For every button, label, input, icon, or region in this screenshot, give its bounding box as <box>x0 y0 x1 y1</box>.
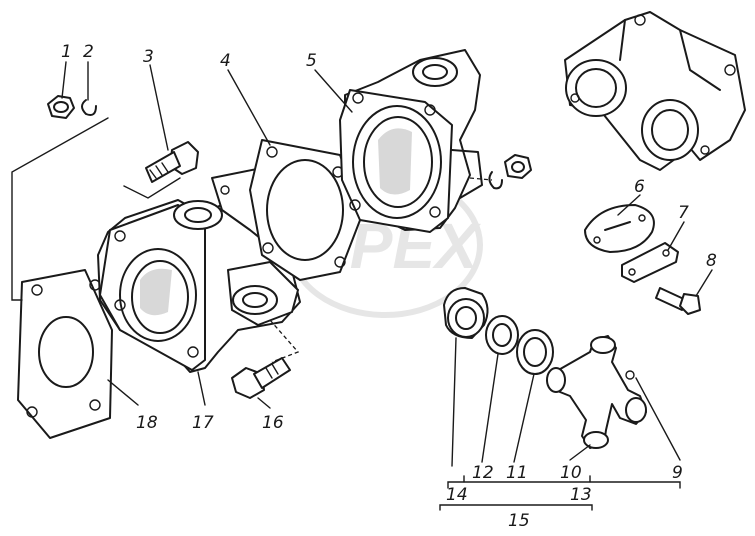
leader-lines <box>11 61 713 511</box>
washer-2 <box>81 99 97 116</box>
callout-13: 13 <box>570 485 592 505</box>
callout-18: 18 <box>136 413 158 433</box>
washer-11 <box>516 329 554 375</box>
bolt-16 <box>231 357 291 399</box>
nut-right <box>488 154 532 190</box>
nut-1 <box>47 95 75 119</box>
callout-3: 3 <box>143 47 154 67</box>
callout-5: 5 <box>306 51 317 71</box>
bolt-3 <box>145 141 199 183</box>
lock-plate-7 <box>621 242 679 283</box>
callout-12: 12 <box>472 463 494 483</box>
bracket-housing <box>564 11 746 171</box>
housing-17 <box>97 167 301 373</box>
bearing-cup-14 <box>443 287 489 339</box>
callout-2: 2 <box>83 42 94 62</box>
callout-1: 1 <box>61 42 72 62</box>
callout-9: 9 <box>672 463 683 483</box>
callouts: 1 2 3 4 5 6 7 8 9 10 11 12 13 14 15 16 1… <box>61 42 717 531</box>
callout-17: 17 <box>192 413 214 433</box>
callout-15: 15 <box>508 511 530 531</box>
housing-5 <box>339 49 483 233</box>
callout-11: 11 <box>506 463 528 483</box>
gasket-18 <box>17 269 113 439</box>
seal-12 <box>485 315 519 355</box>
callout-14: 14 <box>446 485 468 505</box>
callout-7: 7 <box>678 203 689 223</box>
bolt-8 <box>655 287 701 315</box>
callout-10: 10 <box>560 463 582 483</box>
callout-16: 16 <box>262 413 284 433</box>
cross-10 <box>546 335 647 449</box>
callout-6: 6 <box>634 177 645 197</box>
callout-4: 4 <box>220 51 231 71</box>
callout-8: 8 <box>706 251 717 271</box>
cover-6 <box>584 204 655 253</box>
